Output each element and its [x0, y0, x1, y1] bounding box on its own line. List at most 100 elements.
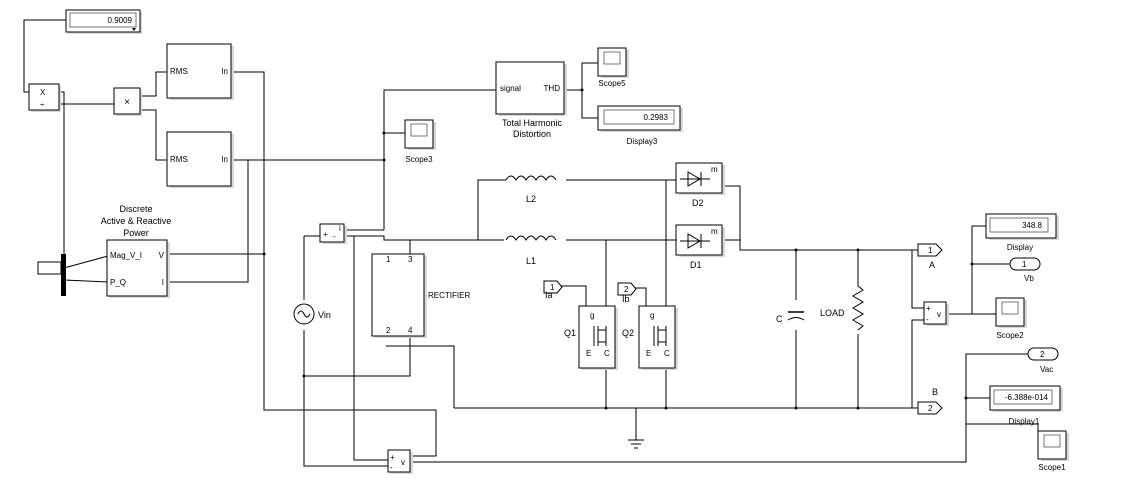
switch-q1[interactable]: g E C Q1 — [564, 305, 618, 370]
ia-label: Ia — [545, 290, 553, 300]
q2-label: Q2 — [622, 328, 634, 338]
thd-block[interactable]: signal THD Total Harmonic Distortion — [495, 61, 567, 139]
port-ib[interactable]: 2 Ib — [617, 282, 647, 306]
port-a[interactable]: 1 A — [917, 243, 943, 270]
voltmeter-lower[interactable]: + - v — [387, 449, 413, 474]
thd-title-2: Distortion — [513, 129, 551, 139]
rect-p4: 4 — [408, 326, 413, 335]
vm-up-v: v — [937, 310, 941, 319]
vin-source[interactable]: Vin — [293, 303, 331, 325]
current-measurement[interactable]: + - i — [319, 223, 347, 244]
scope2-label: Scope2 — [996, 331, 1024, 340]
switch-q2[interactable]: g E C Q2 — [622, 305, 678, 370]
junctions — [262, 88, 974, 410]
rms-top-in-label: In — [221, 67, 228, 76]
q2-c: C — [664, 349, 670, 358]
pq-title-2: Active & Reactive — [101, 216, 172, 226]
rectifier-block[interactable]: 1 3 2 4 RECTIFIER — [371, 253, 470, 338]
pq-in-1: Mag_V_I — [110, 251, 142, 260]
port-b-num: 2 — [928, 404, 933, 413]
rectifier-label: RECTIFIER — [428, 291, 470, 300]
pq-block[interactable]: Discrete Active & Reactive Power Mag_V_I… — [101, 204, 172, 298]
ib-num: 2 — [624, 285, 629, 294]
vm-up-plus: + — [926, 304, 931, 313]
inductor-l1[interactable]: L1 — [505, 235, 557, 266]
port-ia[interactable]: 1 Ia — [543, 280, 587, 306]
display-label: Display — [1007, 243, 1033, 252]
port-vb[interactable]: 1 Vb — [1009, 257, 1041, 283]
pq-out-v: V — [159, 251, 165, 260]
product-symbol: × — [124, 97, 130, 108]
rms-bottom-in-label: In — [221, 155, 228, 164]
inductor-l2[interactable]: L2 — [505, 175, 557, 204]
display1[interactable]: -6.388e-014 Display1 — [989, 385, 1063, 426]
ib-label: Ib — [622, 294, 630, 304]
thd-out-label: THD — [544, 84, 561, 93]
pq-title-3: Power — [123, 228, 149, 238]
display1-label: Display1 — [1009, 417, 1040, 426]
rms-block-bottom[interactable]: RMS In — [166, 131, 234, 188]
cm-minus: - — [333, 232, 336, 241]
port-b[interactable]: B 2 — [917, 387, 943, 415]
product-block[interactable]: × — [113, 87, 142, 116]
vac-label: Vac — [1040, 365, 1053, 374]
display3-label: Display3 — [627, 137, 658, 146]
q2-e: E — [646, 349, 651, 358]
port-a-label: A — [929, 260, 935, 270]
scope3-label: Scope3 — [405, 155, 433, 164]
display-top-left[interactable]: 0.9009 — [65, 9, 142, 34]
cm-plus: + — [323, 230, 328, 239]
divide-x-label: X — [40, 88, 46, 97]
display-top-left-value: 0.9009 — [108, 16, 133, 25]
bus-bar — [37, 254, 66, 296]
port-a-num: 1 — [928, 246, 933, 255]
ground-icon — [628, 439, 644, 449]
d2-label: D2 — [692, 198, 704, 208]
display-vb[interactable]: 348.8 Display — [985, 213, 1059, 252]
divide-block[interactable]: X ÷ — [28, 83, 61, 112]
diode-d2[interactable]: m D2 — [675, 162, 725, 208]
q2-g: g — [650, 311, 654, 320]
rms-block-top[interactable]: RMS In — [166, 43, 234, 100]
rect-p1: 1 — [386, 255, 391, 264]
q1-g: g — [590, 311, 594, 320]
port-vac[interactable]: 2 Vac — [1027, 347, 1059, 374]
rms-top-label: RMS — [170, 67, 188, 76]
capacitor-c[interactable]: C — [776, 300, 806, 330]
display3[interactable]: 0.2983 Display3 — [597, 105, 683, 146]
rect-p2: 2 — [386, 326, 391, 335]
thd-title-1: Total Harmonic — [502, 118, 563, 128]
pq-title-1: Discrete — [119, 204, 152, 214]
d1-label: D1 — [690, 260, 702, 270]
wires — [23, 19, 1039, 467]
pq-in-2: P_Q — [110, 278, 126, 287]
scope5-label: Scope5 — [598, 79, 626, 88]
divide-div-label: ÷ — [40, 100, 45, 109]
l2-label: L2 — [526, 194, 536, 204]
q1-c: C — [604, 349, 610, 358]
q1-label: Q1 — [564, 328, 576, 338]
scope1[interactable]: Scope1 — [1037, 430, 1069, 472]
scope3[interactable]: Scope3 — [404, 119, 436, 164]
vin-label: Vin — [318, 310, 331, 320]
vb-num: 1 — [1022, 260, 1027, 269]
pq-out-i: I — [162, 278, 164, 287]
display-vb-value: 348.8 — [1022, 221, 1043, 230]
rect-p3: 3 — [408, 255, 413, 264]
ia-num: 1 — [550, 283, 555, 292]
d2-m: m — [711, 165, 718, 174]
scope5[interactable]: Scope5 — [597, 47, 629, 88]
port-b-label: B — [932, 387, 938, 397]
l1-label: L1 — [526, 256, 536, 266]
diode-d1[interactable]: m D1 — [675, 224, 725, 270]
cm-i: i — [339, 224, 341, 233]
display3-value: 0.2983 — [644, 113, 669, 122]
scope2[interactable]: Scope2 — [995, 297, 1027, 340]
scope1-label: Scope1 — [1038, 463, 1066, 472]
vm-lo-plus: + — [390, 453, 395, 462]
d1-m: m — [711, 227, 718, 236]
resistor-load[interactable]: LOAD — [820, 285, 866, 334]
thd-signal-label: signal — [500, 84, 521, 93]
voltmeter-upper[interactable]: + - v — [923, 301, 949, 326]
